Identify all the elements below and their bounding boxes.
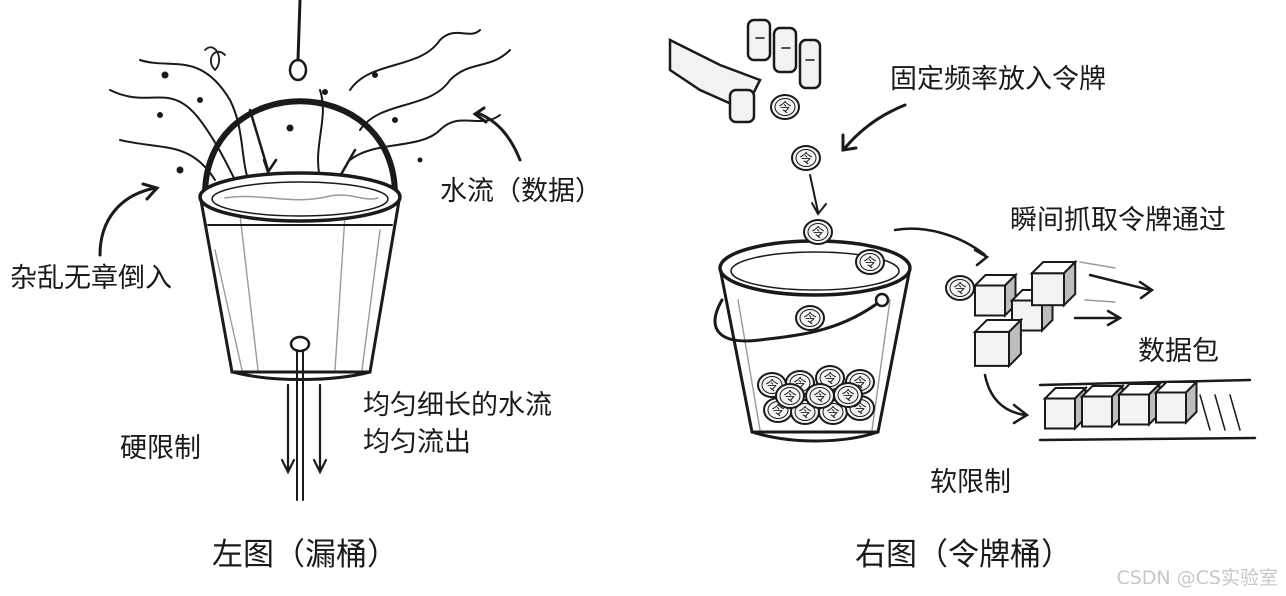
label-hard-limit: 硬限制 [120, 433, 201, 465]
caption-leaky-bucket: 左图（漏桶） [212, 537, 398, 574]
token-icon: 令 [806, 384, 834, 408]
packet-cube [1119, 384, 1160, 425]
packet-cube [1082, 386, 1123, 427]
packet-cube [975, 275, 1016, 316]
packet-cube [1032, 262, 1075, 305]
svg-text:令: 令 [826, 406, 839, 421]
label-soft-limit: 软限制 [930, 467, 1011, 499]
token-icon: 令 [856, 250, 884, 274]
token-icon: 令 [776, 384, 804, 408]
svg-text:令: 令 [783, 390, 796, 405]
watermark: CSDN @CS实验室 [1116, 563, 1278, 590]
leaky-bucket-illustration [100, 0, 520, 500]
caption-token-bucket: 右图（令牌桶） [855, 537, 1072, 574]
token-icon: 令 [771, 95, 799, 119]
svg-text:令: 令 [863, 256, 876, 271]
packet-cube [975, 320, 1021, 366]
label-water-data: 水流（数据） [440, 176, 602, 208]
label-fixed-rate-tokens: 固定频率放入令牌 [890, 64, 1106, 96]
svg-text:令: 令 [798, 406, 811, 421]
svg-text:令: 令 [799, 152, 812, 167]
svg-text:令: 令 [803, 312, 816, 327]
svg-text:令: 令 [811, 226, 824, 241]
token-icon: 令 [792, 146, 820, 170]
token-icon: 令 [804, 220, 832, 244]
svg-text:令: 令 [813, 390, 826, 405]
token-icon: 令 [834, 383, 862, 407]
svg-text:令: 令 [841, 389, 854, 404]
svg-text:令: 令 [953, 282, 966, 297]
label-stream-line1: 均匀细长的水流 [363, 390, 552, 422]
label-chaotic-input: 杂乱无章倒入 [10, 263, 172, 295]
token-icon: 令 [796, 306, 824, 330]
label-stream-line2: 均匀流出 [363, 427, 471, 459]
packet-cube [1045, 388, 1086, 429]
svg-text:令: 令 [778, 101, 791, 116]
token-icon: 令 [946, 276, 974, 300]
label-data-packet: 数据包 [1138, 336, 1219, 368]
packet-cube [1156, 382, 1197, 423]
label-grab-token: 瞬间抓取令牌通过 [1010, 205, 1226, 237]
